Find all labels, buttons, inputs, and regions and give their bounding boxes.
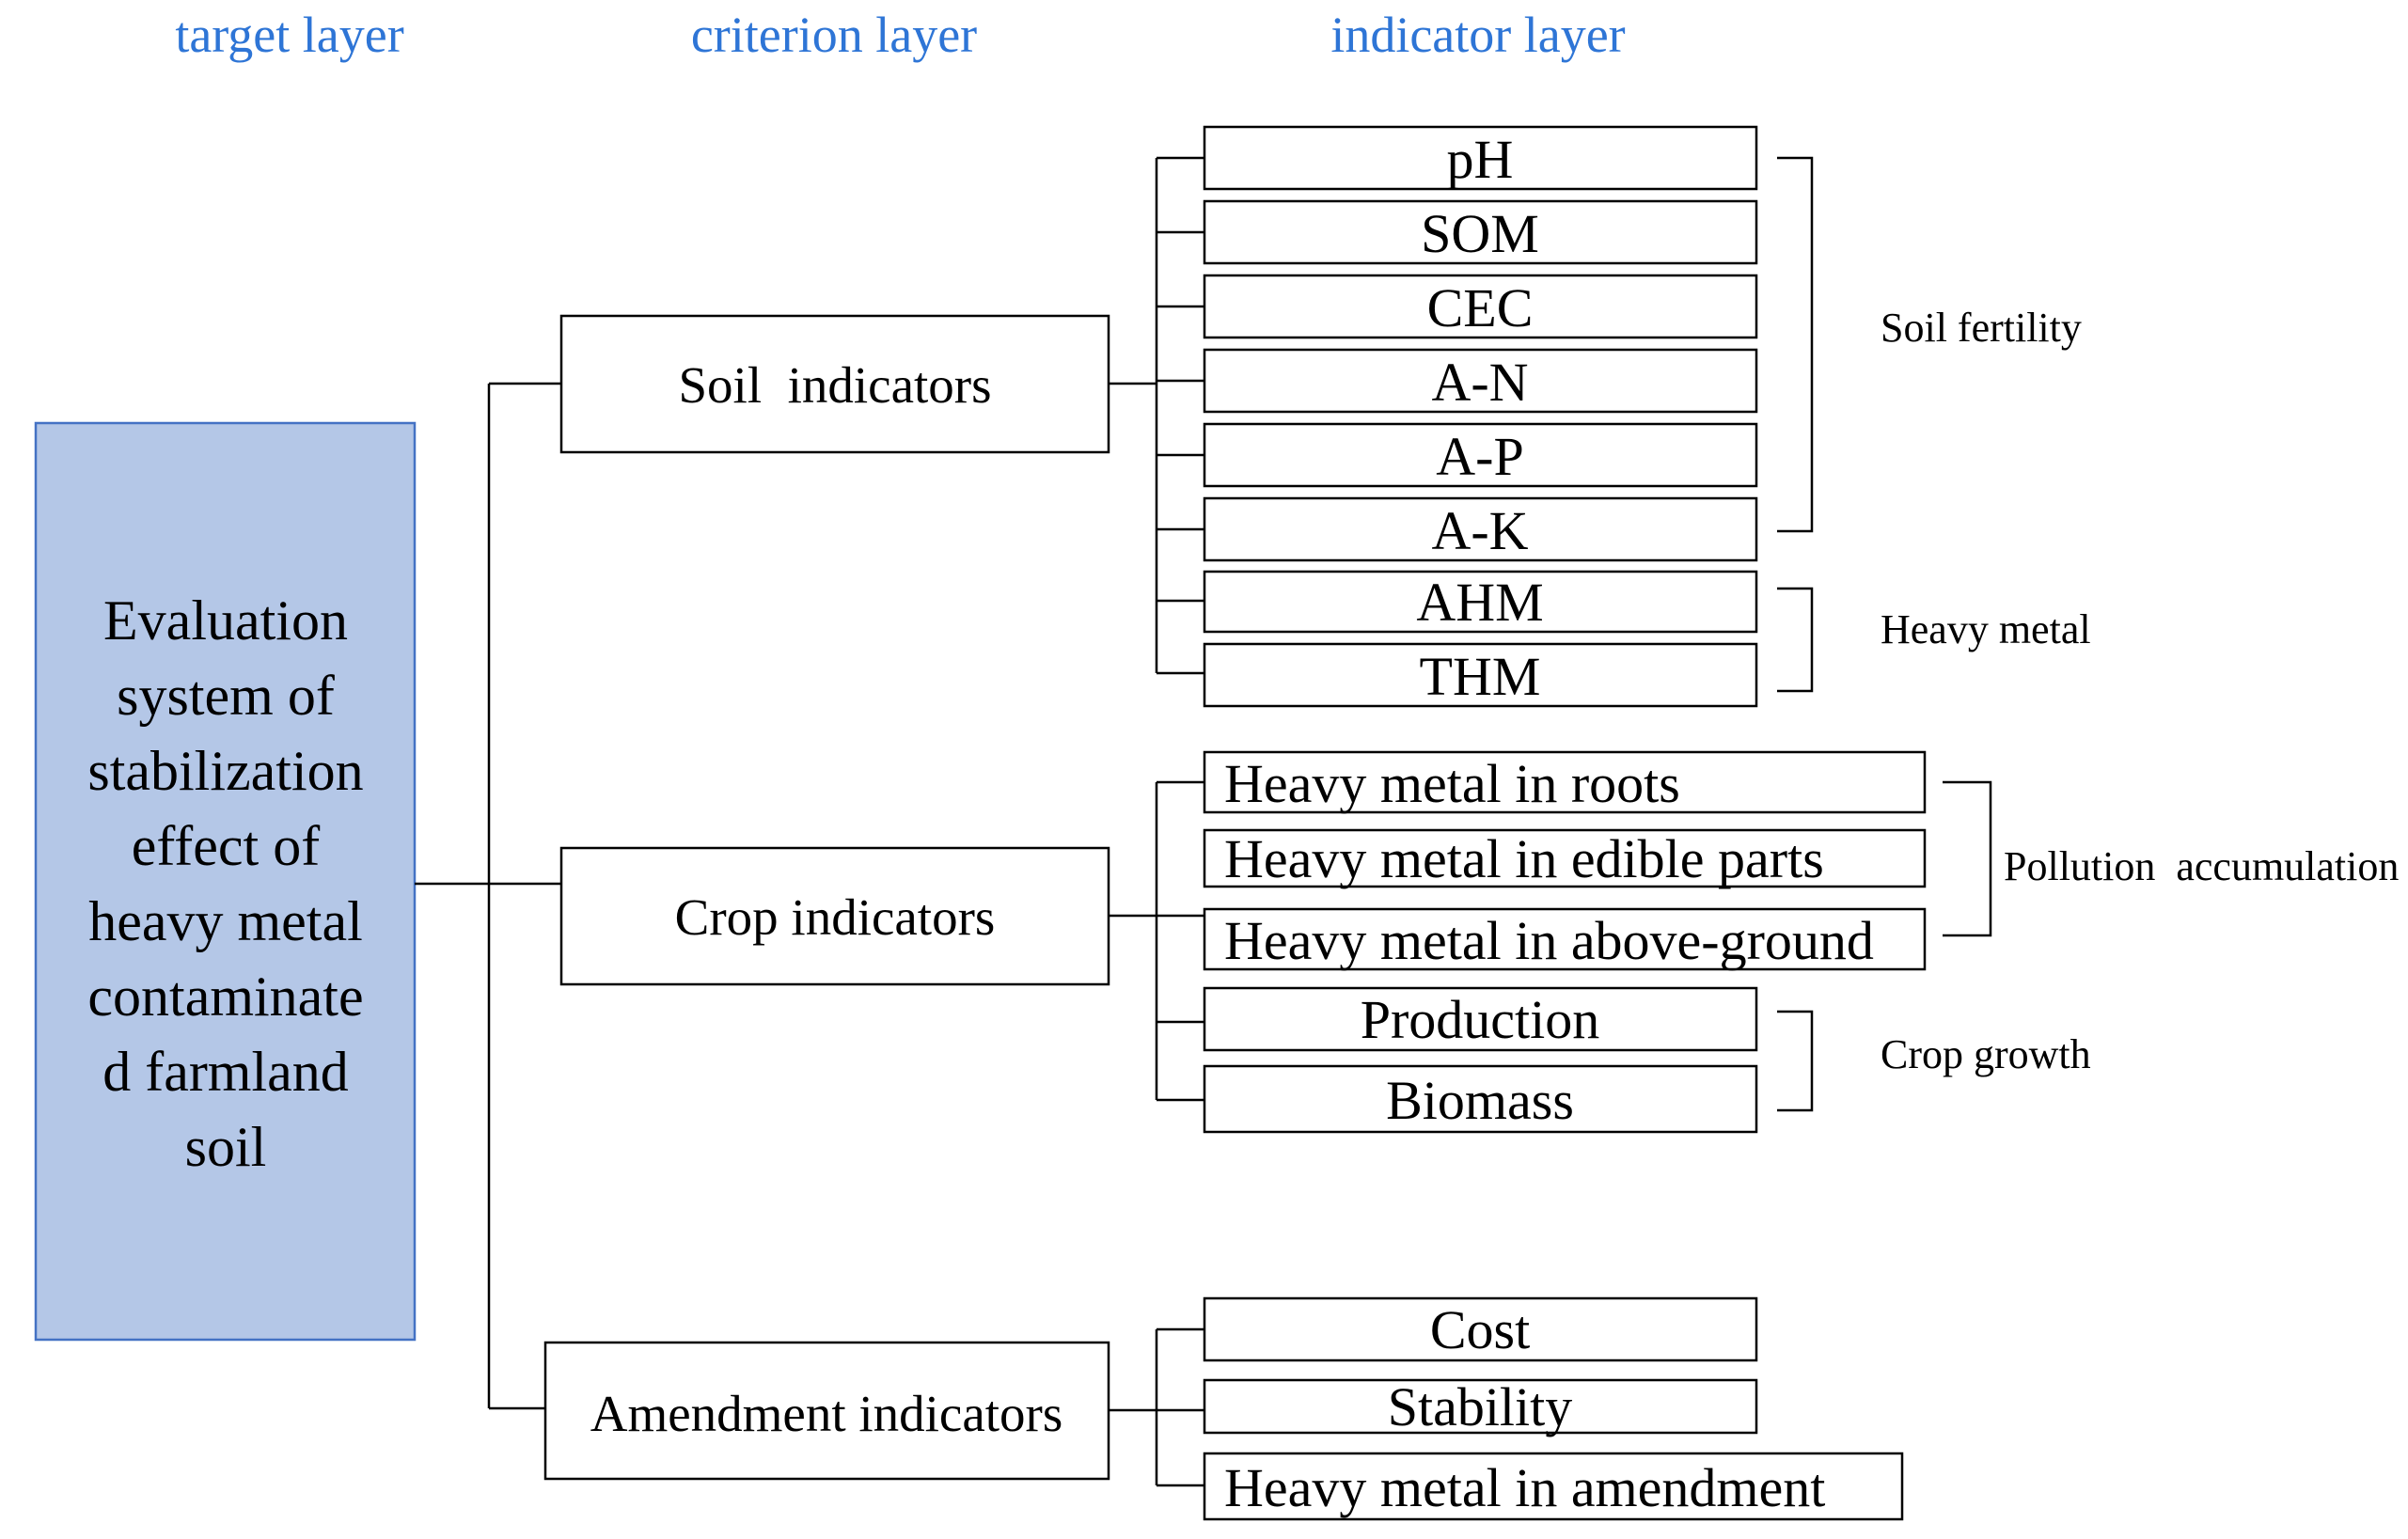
indicator-label-hm-above: Heavy metal in above-ground	[1224, 910, 1874, 971]
indicator-box	[1203, 828, 1927, 888]
target-line: d farmland	[102, 1041, 349, 1103]
indicator-box	[1203, 570, 1758, 634]
criterion-amendment-box	[543, 1341, 1110, 1481]
indicator-label-cec: CEC	[1427, 277, 1534, 338]
indicator-label-ahm: AHM	[1416, 572, 1543, 633]
group-brackets	[1777, 156, 1992, 1112]
indicator-label-stability: Stability	[1388, 1376, 1573, 1437]
indicator-box	[1203, 199, 1758, 265]
bracket-soil-fertility	[1777, 156, 1814, 533]
indicator-box	[1203, 422, 1758, 488]
criterion-soil-box	[559, 314, 1110, 454]
indicator-label-ap: A-P	[1436, 426, 1523, 487]
criterion-crop-label: Crop indicators	[675, 888, 996, 946]
indicator-box	[1203, 274, 1758, 339]
group-label-pollution-accumulation: Pollution accumulation	[2004, 843, 2399, 889]
target-line: stabilization	[87, 740, 363, 802]
indicator-box	[1203, 1296, 1758, 1362]
indicator-box	[1203, 1378, 1758, 1435]
group-label-soil-fertility: Soil fertility	[1881, 305, 2082, 351]
indicator-box	[1203, 750, 1927, 814]
indicator-label-production: Production	[1361, 989, 1600, 1050]
amendment-indicator-connectors	[1109, 1327, 1204, 1487]
target-layer-header: target layer	[175, 7, 403, 63]
indicator-box	[1203, 1064, 1758, 1134]
indicator-label-som: SOM	[1421, 203, 1539, 264]
soil-indicators: pH SOM CEC A-N A-P A-K AHM THM	[1203, 125, 1758, 708]
crop-indicators: Heavy metal in roots Heavy metal in edib…	[1203, 750, 1927, 1134]
indicator-label-biomass: Biomass	[1386, 1070, 1574, 1131]
target-box	[34, 421, 417, 1342]
indicator-label-thm: THM	[1420, 646, 1541, 707]
target-line: heavy metal	[88, 890, 363, 952]
indicator-box	[1203, 1452, 1904, 1521]
criterion-amendment-label: Amendment indicators	[590, 1385, 1063, 1442]
criterion-crop-box	[559, 846, 1110, 986]
criterion-crop: Crop indicators	[559, 846, 1110, 986]
group-label-crop-growth: Crop growth	[1881, 1031, 2091, 1077]
bracket-pollution-accumulation	[1943, 780, 1992, 937]
crop-indicator-connectors	[1109, 780, 1204, 1102]
target-criteria-connectors	[415, 382, 561, 1410]
target-node: Evaluation system of stabilization effec…	[34, 421, 417, 1342]
criterion-soil-label: Soil indicators	[678, 356, 991, 414]
indicator-box	[1203, 642, 1758, 708]
indicator-box	[1203, 496, 1758, 562]
indicator-label-hm-amendment: Heavy metal in amendment	[1224, 1457, 1825, 1518]
bracket-crop-growth	[1777, 1010, 1814, 1112]
amendment-indicators: Cost Stability Heavy metal in amendment	[1203, 1296, 1904, 1521]
criterion-layer-header: criterion layer	[691, 7, 977, 63]
group-label-heavy-metal: Heavy metal	[1881, 606, 2091, 652]
indicator-label-ak: A-K	[1431, 500, 1528, 561]
soil-indicator-connectors	[1109, 156, 1204, 675]
indicator-label-cost: Cost	[1430, 1299, 1530, 1360]
indicator-box	[1203, 907, 1927, 971]
target-line: soil	[185, 1116, 267, 1178]
target-line: system of	[117, 665, 335, 727]
criterion-amendment: Amendment indicators	[543, 1341, 1110, 1481]
indicator-label-hm-edible: Heavy metal in edible parts	[1224, 828, 1824, 889]
indicator-label-an: A-N	[1431, 352, 1528, 413]
indicator-box	[1203, 348, 1758, 414]
criterion-soil: Soil indicators	[559, 314, 1110, 454]
target-line: effect of	[132, 815, 320, 877]
target-line: Evaluation	[103, 589, 348, 652]
indicator-box	[1203, 125, 1758, 191]
target-line: contaminate	[87, 966, 363, 1028]
indicator-box	[1203, 986, 1758, 1052]
indicator-layer-header: indicator layer	[1330, 7, 1625, 63]
bracket-heavy-metal	[1777, 587, 1814, 693]
indicator-label-hm-roots: Heavy metal in roots	[1224, 753, 1680, 814]
indicator-label-ph: pH	[1447, 129, 1514, 190]
